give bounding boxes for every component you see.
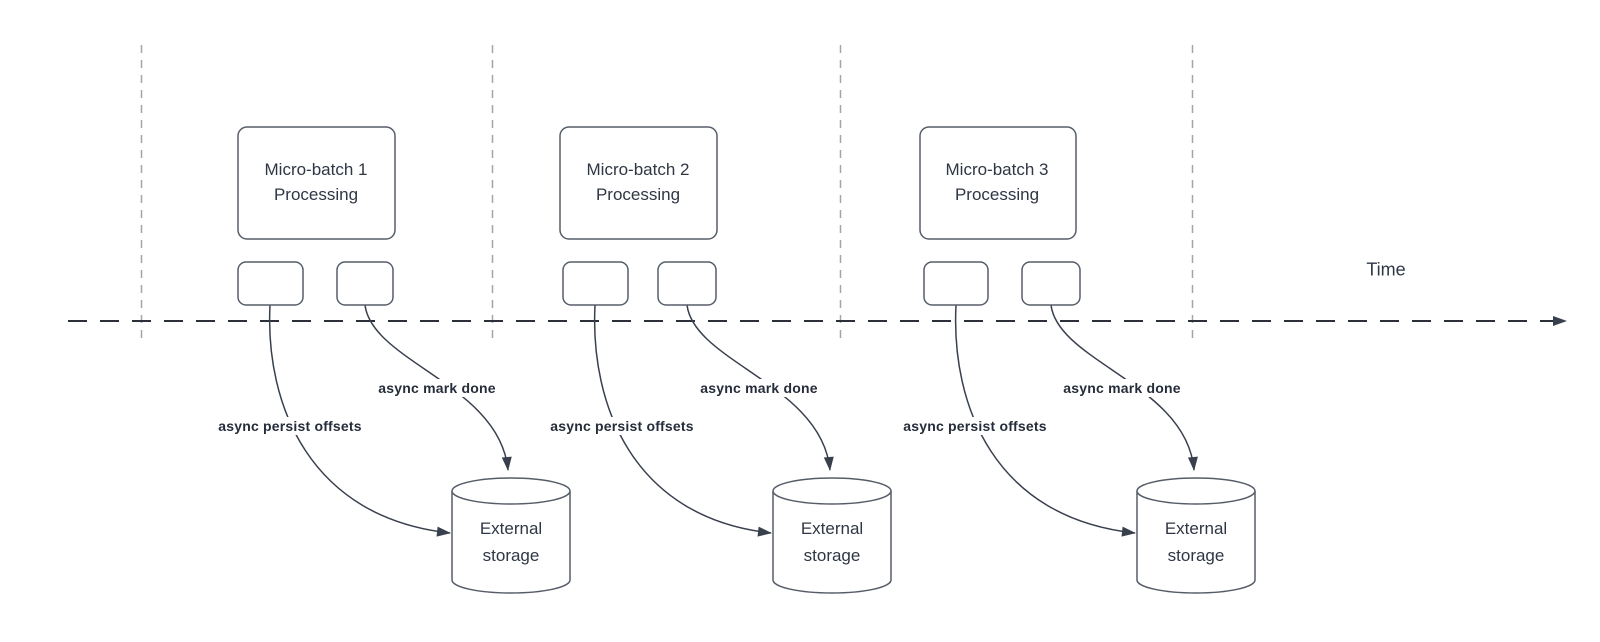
external-storage-cylinder-1	[451, 477, 571, 594]
persist-offsets-node-3	[923, 261, 989, 306]
mark-done-node-1	[336, 261, 394, 306]
persist-offsets-arrow-1	[268, 304, 451, 537]
external-storage-cylinder-3	[1136, 477, 1256, 594]
cylinder-body-1	[451, 491, 571, 594]
micro-batch-2-box	[559, 126, 718, 240]
persist-offsets-label-3: async persist offsets	[899, 417, 1051, 435]
external-storage-label-1: External storage	[479, 519, 543, 565]
external-storage-cylinder-2	[772, 477, 892, 594]
mark-done-label-3: async mark done	[1059, 379, 1185, 397]
persist-offsets-label-1: async persist offsets	[214, 417, 366, 435]
persist-offsets-arrow-3	[954, 304, 1136, 537]
cylinder-top-3	[1136, 477, 1256, 505]
micro-batch-3-box	[919, 126, 1077, 240]
lane-dividers	[140, 45, 1194, 339]
persist-offsets-node-1	[237, 261, 304, 306]
mark-done-label-2: async mark done	[696, 379, 822, 397]
lane-1	[237, 126, 571, 594]
external-storage-label-2: External storage	[800, 519, 864, 565]
micro-batch-3-title: Micro-batch 3 Processing	[945, 160, 1049, 204]
cylinder-top-1	[451, 477, 571, 505]
cylinder-top-2	[772, 477, 892, 505]
persist-offsets-arrow-2	[593, 304, 772, 537]
mark-done-label-1: async mark done	[374, 379, 500, 397]
micro-batch-1-box	[237, 126, 396, 240]
persist-offsets-label-2: async persist offsets	[546, 417, 698, 435]
mark-done-arrow-1	[364, 304, 512, 471]
micro-batch-1-title: Micro-batch 1 Processing	[264, 160, 368, 204]
lane-2	[559, 126, 892, 594]
lane-3	[919, 126, 1256, 594]
mark-done-node-2	[657, 261, 717, 306]
mark-done-arrow-3	[1050, 304, 1198, 471]
persist-offsets-node-2	[562, 261, 629, 306]
cylinder-body-2	[772, 491, 892, 594]
external-storage-label-3: External storage	[1164, 519, 1228, 565]
mark-done-node-3	[1021, 261, 1081, 306]
mark-done-arrow-2	[686, 304, 834, 471]
micro-batch-2-title: Micro-batch 2 Processing	[586, 160, 690, 204]
cylinder-body-3	[1136, 491, 1256, 594]
time-axis-label: Time	[1366, 259, 1406, 280]
